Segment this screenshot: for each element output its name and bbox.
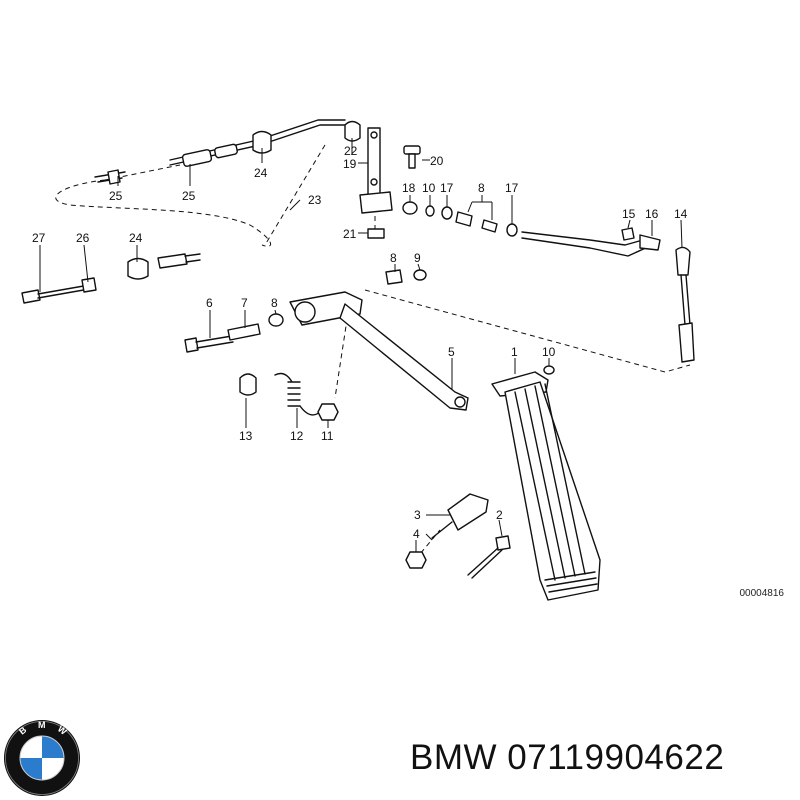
reference-code: 00004816	[739, 588, 785, 599]
bushing-8-9	[385, 269, 427, 285]
callout-5: 5	[448, 345, 455, 359]
bmw-logo: B M W	[4, 720, 80, 796]
bushing-8-left	[268, 313, 284, 327]
callout-12: 12	[290, 429, 304, 443]
cable-dashed-diagonal	[264, 144, 326, 246]
spring-mount-dashed-line	[334, 299, 351, 399]
throttle-cable	[94, 119, 361, 185]
callout-20: 20	[430, 154, 444, 168]
washer-10-pedal	[543, 365, 555, 375]
cable-end-27	[21, 277, 97, 304]
callout-18: 18	[402, 181, 416, 195]
clip-21	[367, 228, 385, 239]
pedal-lever	[289, 291, 469, 411]
callout-8-top: 8	[478, 181, 485, 195]
nut-11	[317, 403, 339, 421]
linkage-dashed-line	[364, 289, 691, 373]
callout-1: 1	[511, 345, 518, 359]
bolt-dashed-line	[414, 529, 441, 561]
bolt-2	[467, 535, 511, 579]
cable-sheath-dashed-loop	[55, 179, 272, 247]
bushing-24-left	[127, 257, 149, 280]
callout-9: 9	[414, 251, 421, 265]
connecting-rod	[675, 246, 695, 363]
callout-27: 27	[32, 231, 46, 245]
callout-11: 11	[321, 429, 334, 443]
spring-12	[274, 372, 321, 416]
svg-text:B: B	[17, 724, 29, 736]
callout-14: 14	[674, 207, 688, 221]
pivot-washers	[402, 201, 518, 237]
callout-24-top: 24	[254, 166, 268, 180]
bracket	[359, 127, 393, 214]
callout-8-mid: 8	[390, 251, 397, 265]
bushing-13	[239, 373, 257, 396]
callout-17-left: 17	[440, 181, 454, 195]
callout-26: 26	[76, 231, 90, 245]
callout-3: 3	[414, 508, 421, 522]
callout-22: 22	[344, 144, 358, 158]
callout-19: 19	[343, 157, 357, 171]
callout-labels: 25 25 24 23 22 19 20 18 10 17 8 17 21 15…	[32, 144, 688, 541]
throttle-lever	[521, 227, 661, 257]
cable-fitting-25-left	[157, 253, 201, 269]
callout-23: 23	[308, 193, 322, 207]
screw-20	[403, 145, 421, 169]
callout-10-top: 10	[422, 181, 436, 195]
nut-4	[405, 551, 427, 569]
callout-25-left: 25	[109, 189, 123, 203]
callout-2: 2	[496, 508, 503, 522]
svg-text:M: M	[38, 720, 46, 730]
callout-6: 6	[206, 296, 213, 310]
callout-8-left: 8	[271, 296, 278, 310]
callout-24-left: 24	[129, 231, 143, 245]
accelerator-pedal	[491, 371, 601, 601]
pedal-stop-3	[431, 493, 489, 539]
bolt-6	[184, 335, 234, 353]
leader-lines	[39, 138, 683, 552]
callout-15: 15	[622, 207, 636, 221]
callout-13: 13	[239, 429, 253, 443]
part-number-caption: BMW 07119904622	[410, 738, 725, 777]
callout-7: 7	[241, 296, 248, 310]
pin-7	[227, 323, 261, 341]
callout-21: 21	[343, 227, 357, 241]
callout-25-right: 25	[182, 189, 196, 203]
callout-10-pedal: 10	[542, 345, 556, 359]
callout-16: 16	[645, 207, 659, 221]
callout-17-right: 17	[505, 181, 519, 195]
callout-4: 4	[413, 527, 420, 541]
